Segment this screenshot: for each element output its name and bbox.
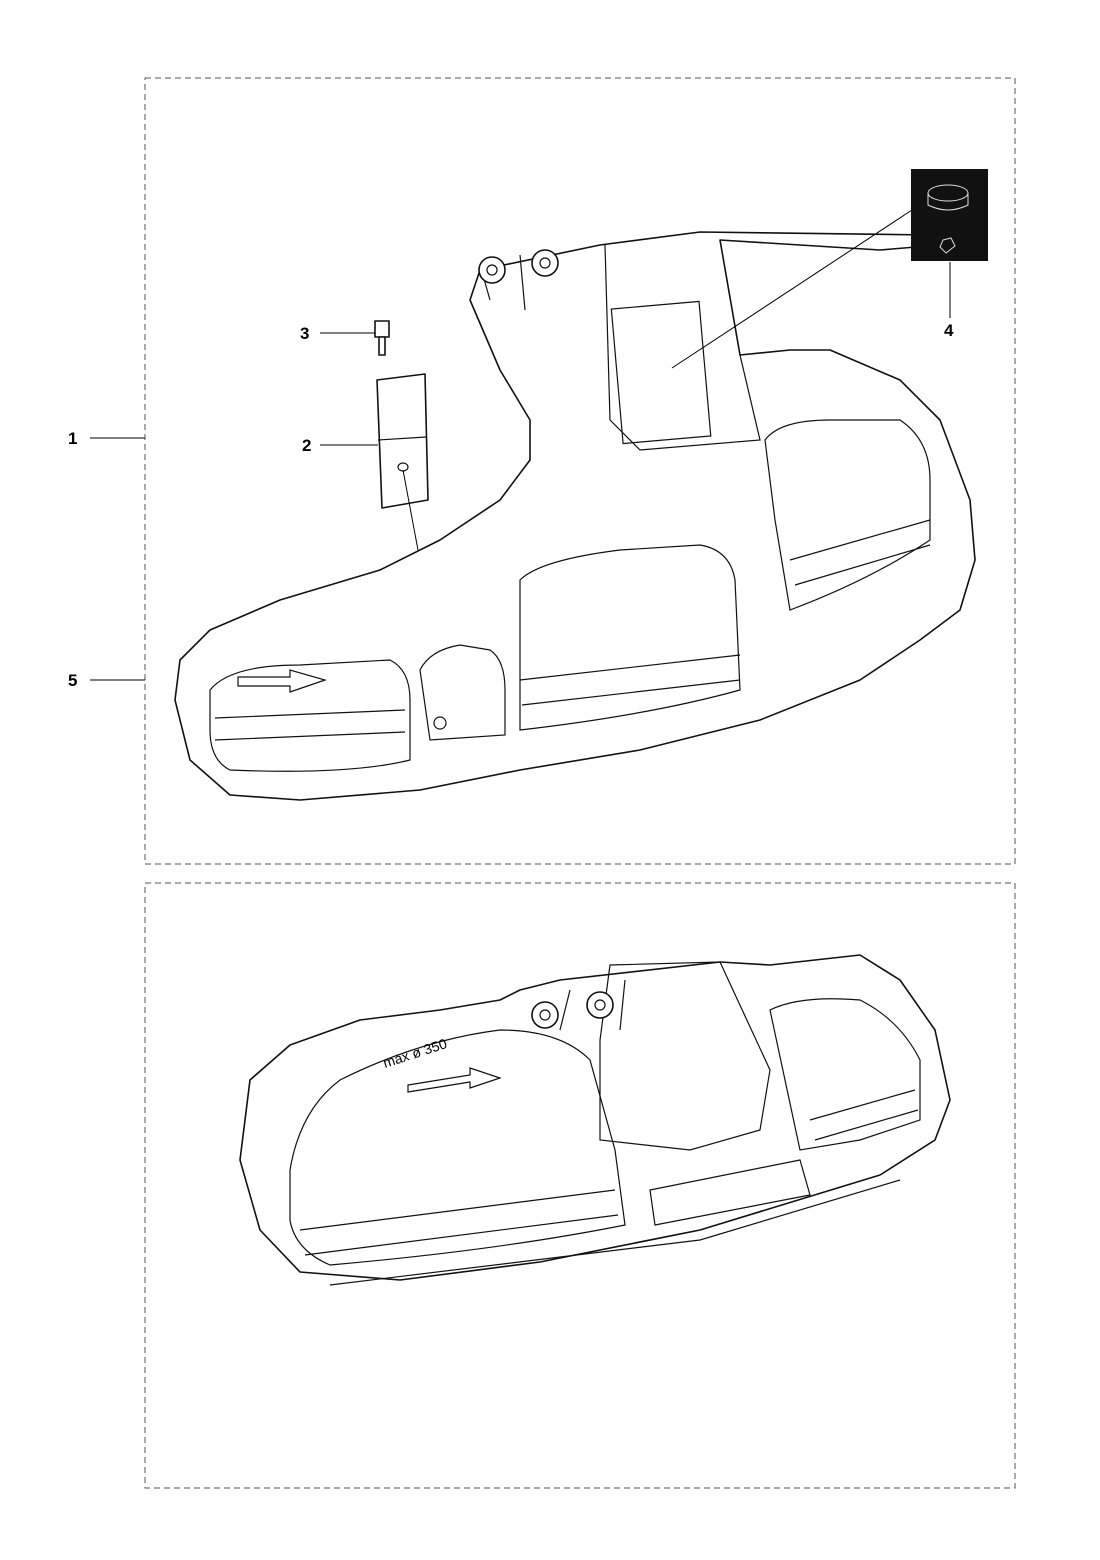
trimmer-guard-part-5: max ø 350 [239,954,951,1286]
callout-5: 5 [68,671,77,690]
kit-inset-part-4 [911,169,988,261]
assembly-frame-1 [144,77,1016,865]
callout-1: 1 [68,429,77,448]
callout-2: 2 [302,436,311,455]
screw-part-3 [374,320,390,356]
assembly-frame-5 [144,882,1016,1489]
callout-4: 4 [944,321,954,340]
sleeve-part-2 [376,373,429,509]
trimmer-guard-part-1 [174,231,976,801]
callout-3: 3 [300,324,309,343]
